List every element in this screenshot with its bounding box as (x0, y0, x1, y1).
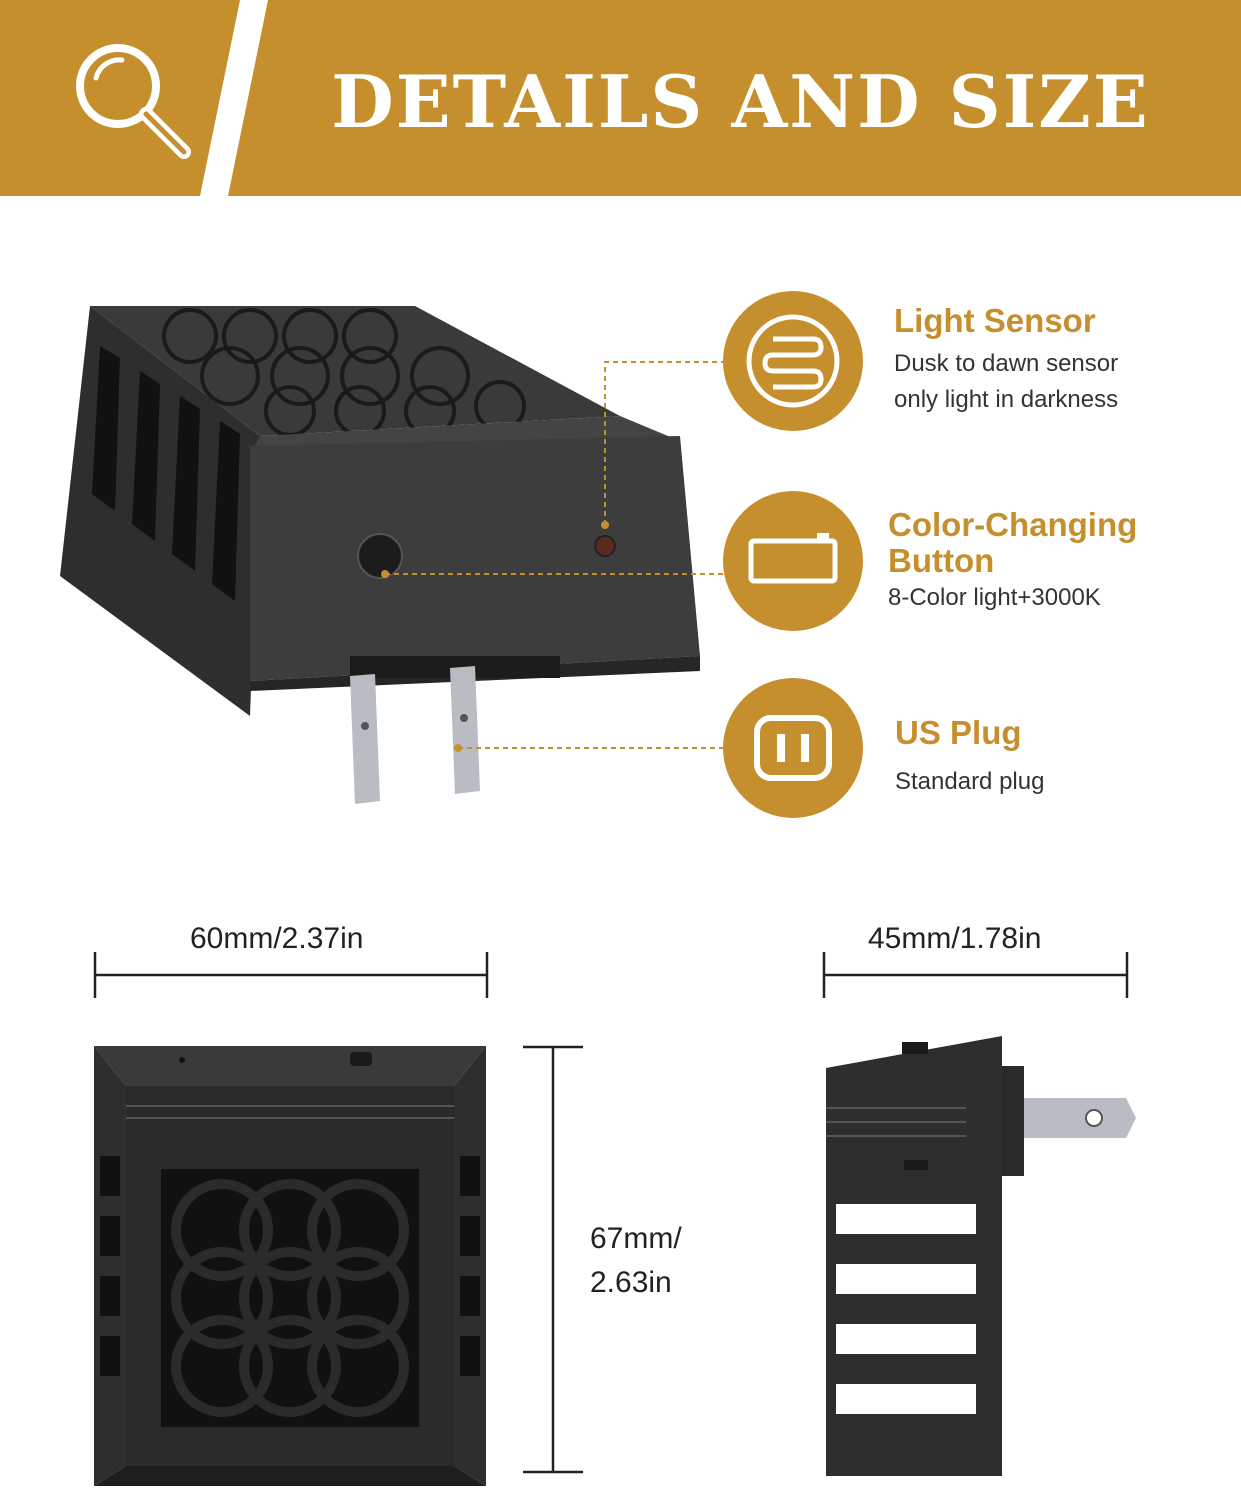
header-banner: DETAILS AND SIZE (0, 0, 1241, 196)
feature-desc-light-sensor-1: Dusk to dawn sensor (894, 350, 1119, 377)
feature-title-button-2: Button (888, 542, 995, 579)
product-front-view-image (94, 1046, 486, 1486)
dimension-height-1: 67mm/ (590, 1222, 682, 1255)
feature-title-us-plug: US Plug (895, 714, 1022, 751)
page-title: DETAILS AND SIZE (331, 58, 1150, 144)
banner-background (0, 0, 1241, 196)
dimension-height-2: 2.63in (590, 1266, 672, 1299)
product-side-view-image (826, 1036, 1136, 1476)
feature-title-button-1: Color-Changing (888, 506, 1138, 543)
feature-desc-button: 8-Color light+3000K (888, 584, 1101, 611)
feature-title-light-sensor: Light Sensor (894, 302, 1096, 339)
us-plug-icon (723, 678, 863, 818)
light-sensor-icon (723, 291, 863, 431)
dimension-side-width: 45mm/1.78in (868, 922, 1042, 955)
product-perspective-image (60, 306, 700, 804)
feature-desc-light-sensor-2: only light in darkness (894, 386, 1119, 413)
dimension-front-width: 60mm/2.37in (190, 922, 364, 955)
magnifier-icon (76, 44, 191, 159)
button-icon (723, 491, 863, 631)
feature-desc-us-plug: Standard plug (895, 768, 1045, 795)
